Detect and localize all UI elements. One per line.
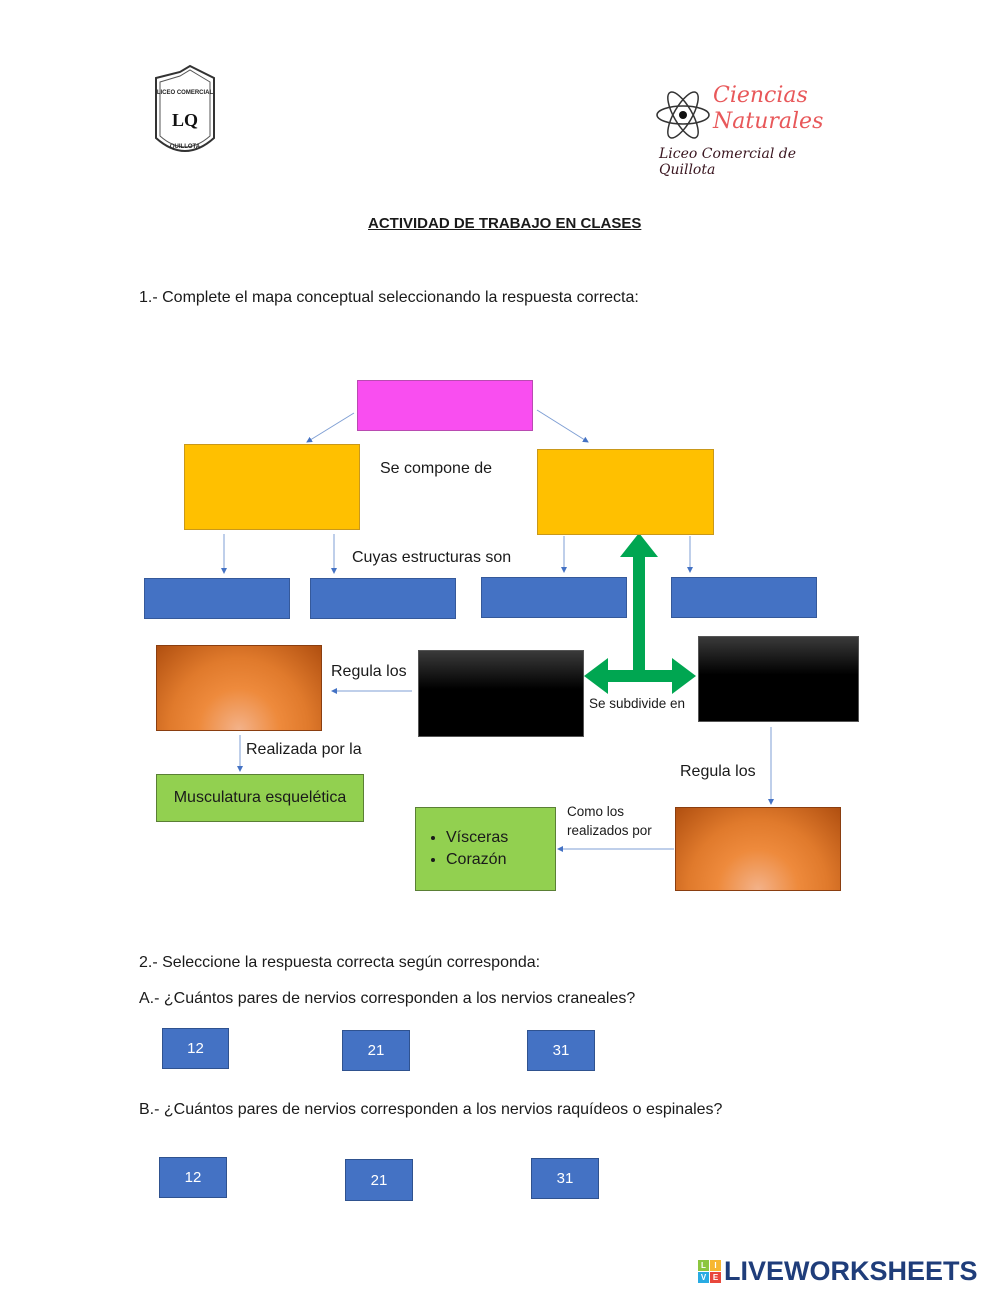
structure-box-3[interactable]: [481, 577, 627, 618]
ciencias-naturales-logo: Ciencias Naturales Liceo Comercial de Qu…: [655, 80, 845, 178]
visceras-list: Vísceras Corazón: [424, 827, 508, 871]
logo-line3: Liceo Comercial de Quillota: [659, 146, 797, 178]
logo-line2: Naturales: [713, 109, 824, 134]
visceras-box: Vísceras Corazón: [415, 807, 556, 891]
musculatura-box: Musculatura esquelética: [156, 774, 364, 822]
green-branch-arrow-icon: [584, 533, 696, 694]
label-realizada-por-la: Realizada por la: [246, 741, 362, 758]
label-regula-los-left: Regula los: [331, 663, 407, 680]
label-regula-los-right: Regula los: [680, 763, 756, 780]
school-logo: LICEO COMERCIAL LQ QUILLOTA: [150, 64, 220, 166]
answer-b-21[interactable]: 21: [345, 1159, 413, 1201]
page-title: ACTIVIDAD DE TRABAJO EN CLASES: [368, 215, 642, 232]
brand-name: LIVEWORKSHEETS: [724, 1255, 978, 1286]
answer-a-21[interactable]: 21: [342, 1030, 410, 1071]
answer-b-31[interactable]: 31: [531, 1158, 599, 1199]
musculatura-text: Musculatura esquelética: [173, 789, 347, 806]
school-shield-icon: LICEO COMERCIAL LQ QUILLOTA: [155, 64, 215, 152]
label-se-compone-de: Se compone de: [380, 460, 493, 477]
answer-a-12[interactable]: 12: [162, 1028, 229, 1069]
structure-box-4[interactable]: [671, 577, 817, 618]
label-se-subdivide-en: Se subdivide en: [589, 696, 686, 711]
svg-text:LICEO COMERCIAL: LICEO COMERCIAL: [157, 90, 214, 96]
question1-prompt: 1.- Complete el mapa conceptual seleccio…: [139, 289, 639, 306]
involuntary-functions-box[interactable]: [675, 807, 841, 891]
answer-b-12[interactable]: 12: [159, 1157, 227, 1198]
right-division-box[interactable]: [537, 449, 714, 535]
liveworksheets-logo: L I V E LIVEWORKSHEETS: [698, 1255, 978, 1286]
voluntary-functions-box[interactable]: [156, 645, 322, 731]
live-badge-icon: L I V E: [698, 1259, 721, 1283]
label-como-los: Como los realizados por: [567, 802, 652, 840]
label-como-los-line1: Como los: [567, 804, 625, 819]
visceras-item: Vísceras: [446, 827, 508, 849]
left-division-box[interactable]: [184, 444, 360, 530]
question2a-text: A.- ¿Cuántos pares de nervios correspond…: [139, 990, 636, 1007]
label-como-los-line2: realizados por: [567, 823, 652, 838]
label-cuyas-estructuras-son: Cuyas estructuras son: [352, 549, 512, 566]
corazon-item: Corazón: [446, 849, 508, 871]
question2b-text: B.- ¿Cuántos pares de nervios correspond…: [139, 1101, 723, 1118]
structure-box-2[interactable]: [310, 578, 456, 619]
structure-box-1[interactable]: [144, 578, 290, 619]
autonomic-system-box[interactable]: [698, 636, 859, 722]
answer-a-31[interactable]: 31: [527, 1030, 595, 1071]
logo-line1: Ciencias: [713, 83, 808, 108]
svg-text:LQ: LQ: [172, 110, 198, 130]
atom-icon: [656, 91, 710, 139]
main-concept-box[interactable]: [357, 380, 533, 431]
svg-text:QUILLOTA: QUILLOTA: [170, 144, 201, 150]
question2-prompt: 2.- Seleccione la respuesta correcta seg…: [139, 954, 541, 971]
somatic-system-box[interactable]: [418, 650, 584, 737]
